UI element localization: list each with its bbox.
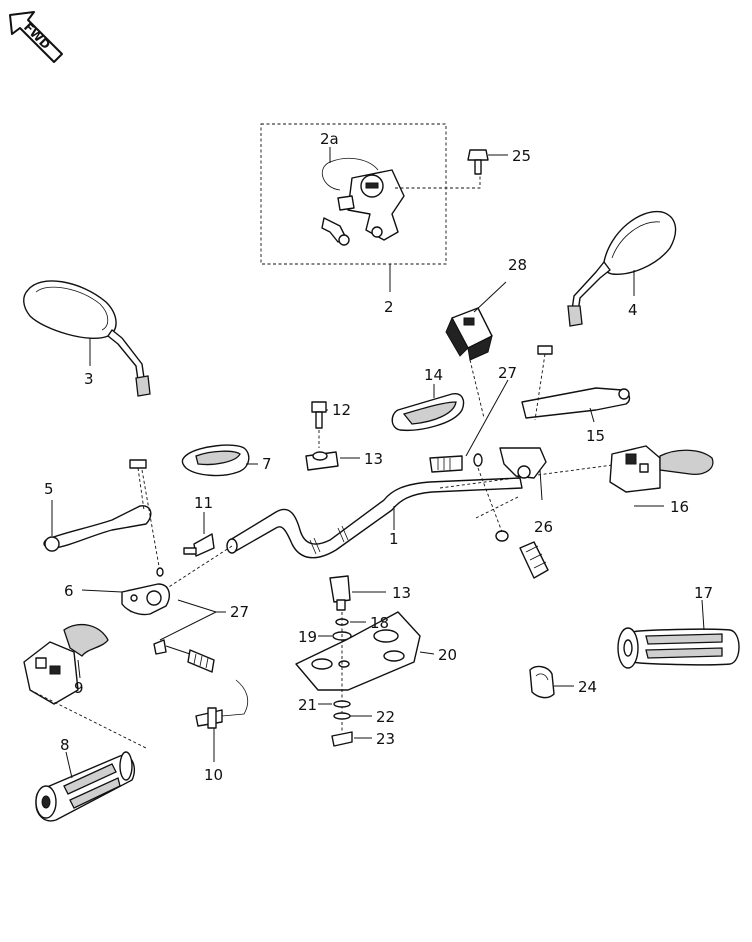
callout-19: 19 [298, 628, 317, 646]
callout-14: 14 [424, 366, 443, 384]
callout-27-right: 27 [498, 364, 517, 382]
ignition-dash-line [395, 172, 481, 189]
mirror-left-3 [23, 280, 151, 397]
mount-bolt-13 [329, 575, 386, 611]
adjuster-11 [183, 512, 215, 557]
callout-6: 6 [64, 582, 74, 600]
bolt-27-right [465, 345, 553, 467]
callout-28: 28 [508, 256, 527, 274]
grip-cover-7 [181, 444, 258, 477]
callout-16: 16 [670, 498, 689, 516]
adjuster-right [429, 455, 463, 473]
fwd-marker: FWD [9, 11, 63, 63]
callout-18: 18 [370, 614, 389, 632]
bolt-left-lever [129, 459, 161, 573]
callout-22: 22 [376, 708, 395, 726]
ignition-group-frame [260, 123, 447, 265]
switch-28 [445, 281, 507, 419]
ignition-connector [337, 195, 355, 211]
callout-1: 1 [389, 530, 399, 548]
grip-right-17 [617, 599, 740, 669]
mirror-right-4 [567, 210, 677, 327]
callout-21: 21 [298, 696, 317, 714]
callout-24: 24 [578, 678, 597, 696]
callout-7: 7 [262, 455, 272, 473]
grip-cover-14 [391, 384, 465, 432]
clutch-lever-5 [43, 500, 152, 552]
washers-21-22-nut-23 [318, 700, 372, 747]
callout-25: 25 [512, 147, 531, 165]
callout-3: 3 [84, 370, 94, 388]
bracket-26 [499, 447, 547, 501]
callout-2a: 2a [320, 130, 339, 148]
callout-13-upper: 13 [364, 450, 383, 468]
switch-housing-9 [23, 623, 147, 749]
bolt-27-left [153, 599, 226, 673]
bolt-right-lower [475, 467, 549, 579]
callout-12: 12 [332, 401, 351, 419]
callout-17: 17 [694, 584, 713, 602]
callout-23: 23 [376, 730, 395, 748]
switch-housing-16 [609, 445, 714, 507]
callout-13-lower: 13 [392, 584, 411, 602]
bolt-25 [467, 149, 508, 175]
callout-15: 15 [586, 427, 605, 445]
callout-8: 8 [60, 736, 70, 754]
clip-24 [529, 665, 574, 699]
callout-26: 26 [534, 518, 553, 536]
lever-bracket-6 [81, 567, 170, 616]
key-slot [365, 182, 379, 189]
callout-labels: 2a 25 2 28 4 3 14 27 12 15 13 7 5 11 16 … [44, 130, 713, 784]
callout-10: 10 [204, 766, 223, 784]
callout-9: 9 [74, 679, 84, 697]
ignition-switch-assembly [260, 123, 481, 292]
plate-20 [295, 611, 435, 732]
callout-2: 2 [384, 298, 394, 316]
callout-11: 11 [194, 494, 213, 512]
cable-10 [195, 679, 249, 762]
callout-20: 20 [438, 646, 457, 664]
callout-27-left: 27 [230, 603, 249, 621]
forward-arrow-icon [9, 11, 63, 63]
grip-left-8 [35, 751, 136, 822]
callout-4: 4 [628, 301, 638, 319]
bolt-12-clamp-13 [305, 401, 360, 471]
lever-15 [521, 387, 631, 423]
callout-5: 5 [44, 480, 54, 498]
